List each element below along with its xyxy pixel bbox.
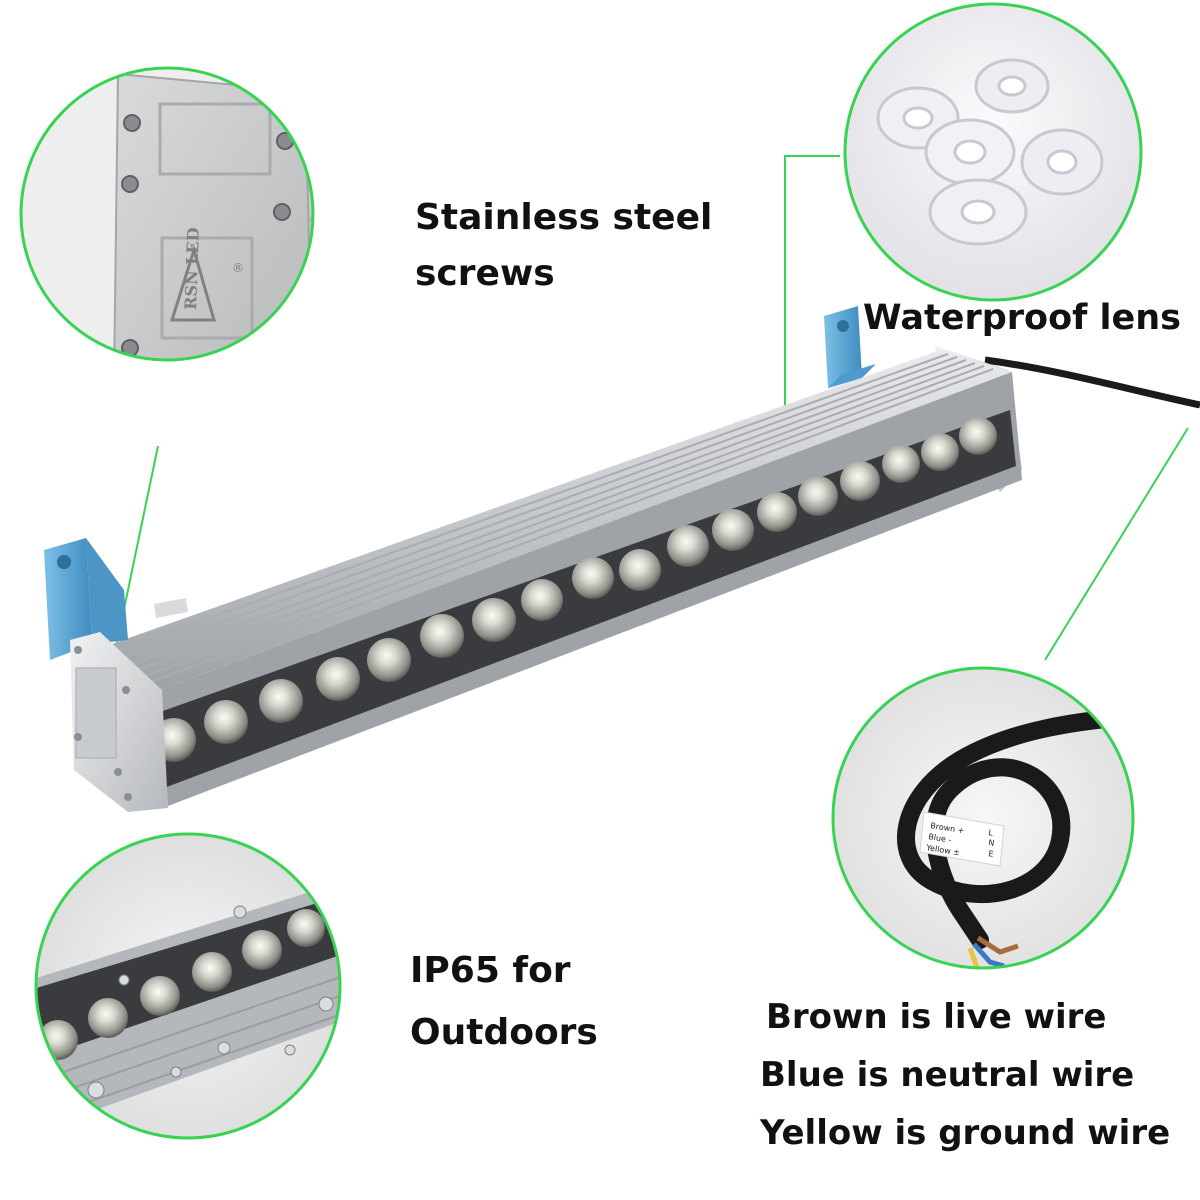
- callout-stainless-screws: RSN LED ®: [19, 66, 315, 386]
- endcap-logo-mark: ®: [232, 261, 244, 275]
- housing-clip: [154, 598, 188, 618]
- power-cable-main: [984, 356, 1200, 409]
- mounting-bracket-right: [824, 306, 876, 388]
- cable-tag: Brown + L Blue - N Yellow ± E: [919, 811, 1005, 867]
- led-row: [152, 417, 997, 762]
- led: [192, 952, 232, 992]
- callout-waterproof-lens: [843, 2, 1143, 302]
- wire-note-blue: Blue is neutral wire: [760, 1055, 1135, 1095]
- water-droplet-icon: [87, 1081, 105, 1099]
- wire-color-notes: Brown is live wire Blue is neutral wire …: [760, 988, 1170, 1162]
- led: [619, 549, 661, 591]
- led: [882, 445, 920, 483]
- water-droplet-icon: [233, 905, 247, 919]
- leader-line-lens: [784, 155, 840, 500]
- endcap-logo-text: RSN LED: [181, 227, 203, 310]
- led: [959, 417, 997, 455]
- water-droplet-icon: [118, 974, 130, 986]
- housing-fins: [102, 353, 994, 684]
- callout-label-lens: Waterproof lens: [863, 298, 1182, 338]
- wire-yellow: [967, 947, 981, 968]
- wire-note-brown: Brown is live wire: [766, 997, 1107, 1037]
- callout-label-ip65-line2: Outdoors: [410, 1012, 598, 1053]
- led: [88, 998, 128, 1038]
- screw-icon: [273, 203, 291, 221]
- housing-top: [95, 350, 1012, 690]
- led: [667, 525, 709, 567]
- callout-ip65: [34, 832, 378, 1140]
- leader-line-cable: [1044, 427, 1189, 661]
- wire-note-yellow: Yellow is ground wire: [760, 1113, 1171, 1153]
- water-droplet-icons: [87, 905, 378, 1099]
- led: [140, 976, 180, 1016]
- wire-blue: [972, 942, 1005, 968]
- wire-brown: [976, 935, 1019, 955]
- callout-label-screws: Stainless steel screws: [415, 190, 712, 302]
- end-cap-left: [70, 632, 168, 812]
- cable-tag-row-2-wire: Blue -: [928, 832, 952, 845]
- callout-power-cable: Brown + L Blue - N Yellow ± E: [831, 666, 1135, 970]
- led: [242, 930, 282, 970]
- led: [921, 433, 959, 471]
- callout-label-screws-line2: screws: [415, 253, 555, 294]
- logo-icon: [169, 244, 216, 322]
- lens-icon: [974, 58, 1050, 114]
- screw-icon: [274, 370, 290, 386]
- led: [259, 679, 303, 723]
- led: [572, 557, 614, 599]
- wire-ends: [967, 935, 1019, 968]
- led: [316, 657, 360, 701]
- callout-label-screws-line1: Stainless steel: [415, 197, 713, 238]
- led: [521, 579, 563, 621]
- led: [204, 700, 248, 744]
- led: [287, 909, 325, 947]
- screw-icon: [123, 114, 141, 132]
- cable-loop: [897, 707, 1133, 949]
- mounting-bracket-left: [44, 538, 128, 660]
- lens-icon: [928, 178, 1028, 246]
- callout-label-ip65: IP65 for Outdoors: [410, 940, 598, 1064]
- cable-tag-row-2-code: N: [988, 838, 995, 848]
- water-droplet-icon: [284, 1044, 296, 1056]
- callout-label-ip65-line1: IP65 for: [410, 950, 571, 991]
- led: [472, 598, 516, 642]
- water-droplet-icon: [318, 996, 334, 1012]
- led: [798, 476, 838, 516]
- lens-icon: [1020, 128, 1104, 196]
- led: [757, 492, 797, 532]
- water-droplet-icon: [366, 962, 378, 974]
- led: [840, 461, 880, 501]
- led: [367, 638, 411, 682]
- led-wall-washer: [44, 306, 1200, 812]
- screw-icon: [121, 175, 139, 193]
- led: [331, 887, 340, 925]
- water-droplet-icon: [170, 1066, 182, 1078]
- cable-tag-row-3-code: E: [988, 849, 994, 859]
- led: [712, 509, 754, 551]
- water-droplet-icon: [217, 1041, 231, 1055]
- cable-tag-row-1-code: L: [988, 828, 994, 838]
- led: [420, 614, 464, 658]
- lens-icon: [924, 118, 1016, 186]
- led: [38, 1020, 78, 1060]
